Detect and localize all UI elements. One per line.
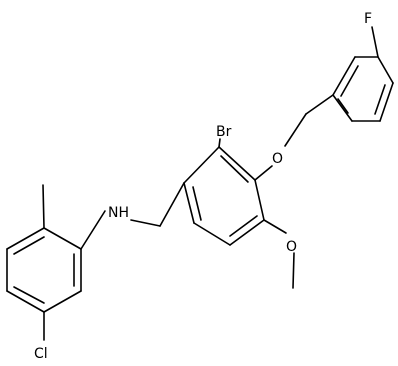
bond-ring-nh: [80, 210, 106, 250]
atom-label-f: F: [364, 11, 372, 27]
atom-label-nh: NH: [108, 205, 129, 221]
chloromethylphenyl-ring: [6, 227, 82, 313]
bond-c-f: [371, 26, 379, 58]
bond-ch2-ring: [305, 94, 334, 115]
bond-ch2-o: [284, 113, 307, 147]
bond-ring-methyl: [42, 184, 45, 229]
bond-ring-o-ether: [254, 165, 273, 181]
atom-label-cl: Cl: [34, 346, 48, 361]
atom-label-o-methoxy: O: [286, 239, 297, 255]
atom-label-br: Br: [216, 124, 232, 140]
fluorophenyl-ring: [332, 56, 394, 122]
atom-label-o-ether: O: [272, 151, 283, 167]
bond-o-methyl: [292, 252, 295, 289]
bond-c-br: [218, 138, 221, 148]
bond-ring-o-methoxy: [263, 219, 287, 234]
bond-ch2-nh: [130, 219, 161, 227]
bond-ring-ch2: [159, 182, 185, 227]
central-benzene-ring: [183, 146, 265, 246]
